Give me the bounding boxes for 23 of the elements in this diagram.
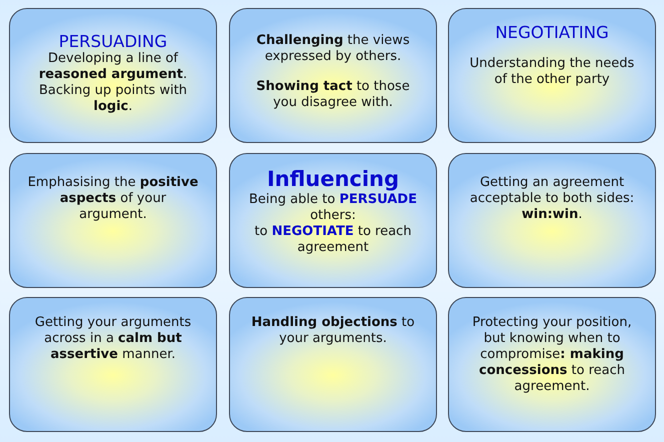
card-text: Showing tact to those you disagree with.	[255, 79, 411, 111]
info-card	[9, 8, 217, 143]
card-text: Getting an agreement acceptable to both sides: win:win.	[468, 175, 636, 223]
card-text: Developing a line of reasoned argument. Backing up points with logic.	[38, 51, 188, 115]
info-card	[229, 8, 437, 143]
card-text: Handling objections to your arguments.	[250, 315, 416, 347]
card-text: Protecting your position, but knowing when to compromise: making concessions to reach agreement.	[471, 315, 633, 395]
card-text: Emphasising the positive aspects of your argument.	[26, 175, 200, 223]
info-card	[229, 297, 437, 432]
card-heading: NEGOTIATING	[494, 23, 610, 42]
card-text: to NEGOTIATE to reach agreement	[254, 224, 412, 256]
info-card	[9, 297, 217, 432]
central-title: Influencing	[266, 167, 400, 192]
card-text: Getting your arguments across in a calm but assertive manner.	[34, 315, 192, 363]
card-text: Understanding the needs of the other party	[468, 56, 636, 88]
info-card	[448, 153, 656, 288]
card-heading: PERSUADING	[58, 32, 168, 51]
card-text: Challenging the views expressed by others.	[255, 33, 411, 65]
central-card	[229, 153, 437, 288]
card-text: Being able to PERSUADE others:	[248, 192, 418, 224]
info-card	[448, 297, 656, 432]
info-card	[9, 153, 217, 288]
info-card	[448, 8, 656, 143]
